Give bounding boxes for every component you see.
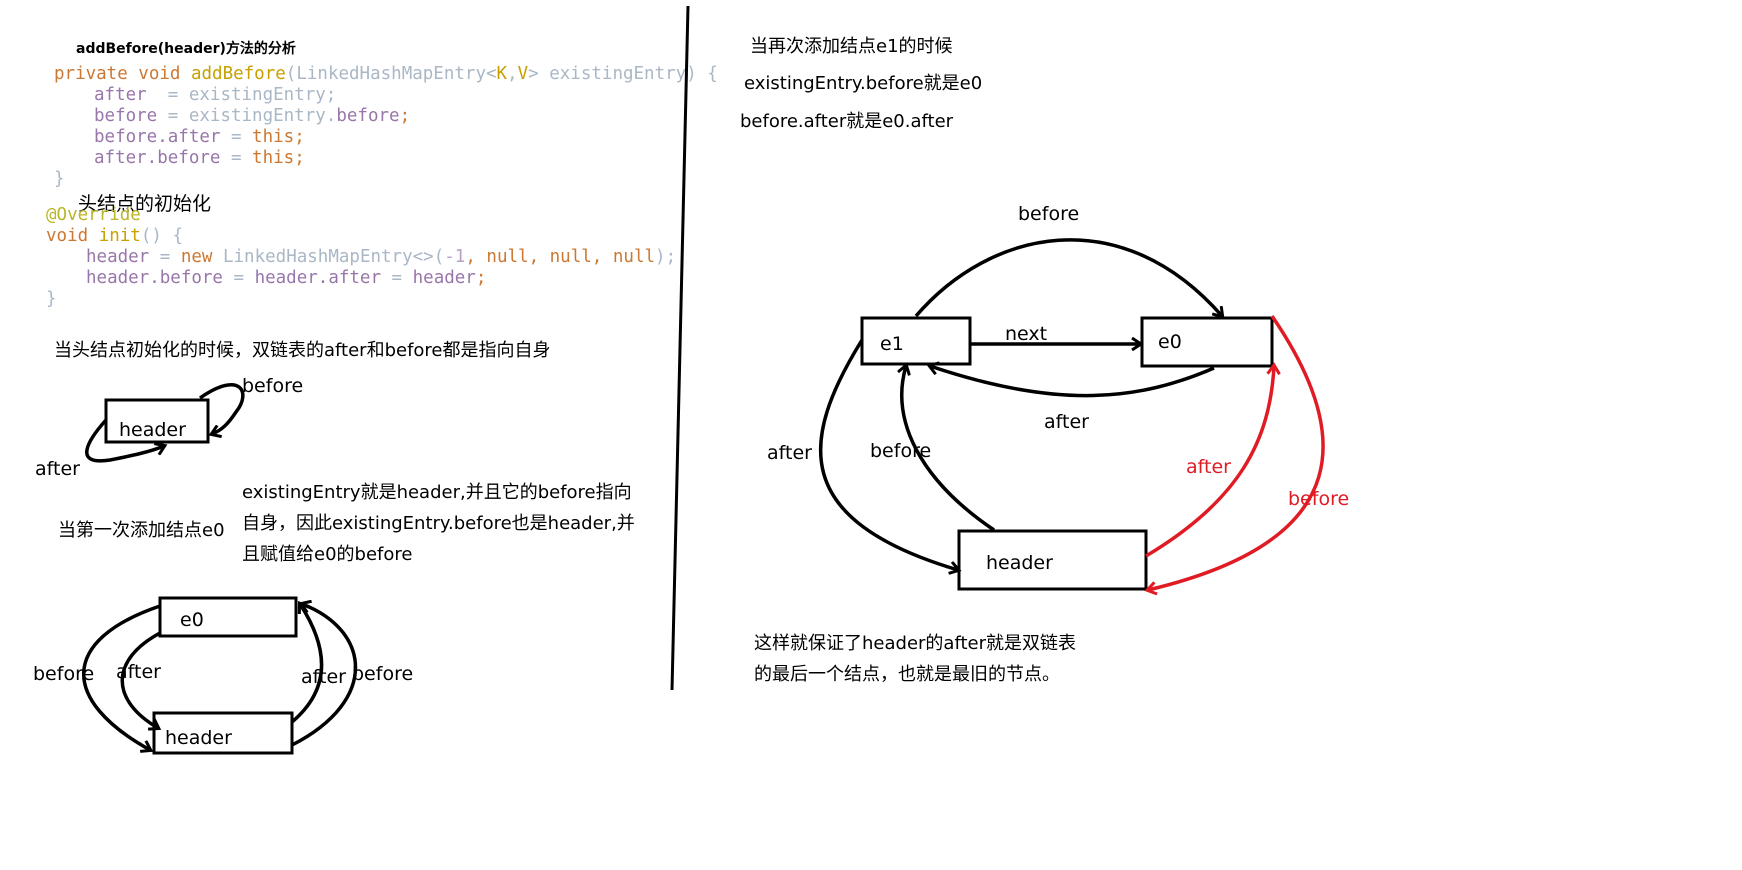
note-second-add-line-3: before.after就是e0.after bbox=[740, 111, 954, 132]
note-existing-line-2: 自身，因此existingEntry.before也是header,并 bbox=[242, 513, 635, 534]
code-line: after = existingEntry; bbox=[94, 85, 337, 105]
code-line: header.before = header.after = header; bbox=[86, 268, 487, 288]
code-line: before.after = this; bbox=[94, 127, 305, 147]
after-arrow bbox=[85, 418, 164, 463]
node-e0 bbox=[1140, 316, 1274, 368]
code-line: header = new LinkedHashMapEntry<>(-1, nu… bbox=[86, 247, 677, 267]
diagram-e0-header: e0 header before after after before bbox=[33, 596, 413, 755]
label-before-left: before bbox=[870, 440, 931, 462]
node-header-label: header bbox=[986, 552, 1053, 574]
node-e0-label: e0 bbox=[180, 609, 204, 631]
node-e1-label: e1 bbox=[880, 333, 904, 355]
note-second-add-line-1: 当再次添加结点e1的时候 bbox=[750, 36, 953, 57]
code-line: } bbox=[46, 289, 57, 309]
e0-after-arrow bbox=[120, 631, 160, 728]
after-label: after bbox=[35, 458, 80, 480]
conclusion-line-2: 的最后一个结点，也就是最旧的节点。 bbox=[754, 664, 1060, 685]
header-before-arrow bbox=[902, 366, 995, 532]
code-line: before = existingEntry.before; bbox=[94, 106, 411, 126]
node-header-label: header bbox=[119, 419, 186, 441]
node-header-label: header bbox=[165, 727, 232, 749]
code-line: private void addBefore(LinkedHashMapEntr… bbox=[54, 64, 718, 84]
node-header bbox=[104, 398, 210, 444]
label-after-red: after bbox=[1186, 456, 1231, 478]
code-line: } bbox=[54, 169, 65, 189]
label-next: next bbox=[1005, 323, 1047, 345]
code-line: @Override bbox=[46, 205, 141, 225]
label-before-red: before bbox=[1288, 488, 1349, 510]
init-caption: 头结点的初始化 bbox=[78, 193, 212, 215]
code-line: void init() { bbox=[46, 226, 183, 246]
label-before-2: before bbox=[352, 663, 413, 685]
e0-after-arrow bbox=[930, 366, 1215, 398]
node-header bbox=[152, 711, 294, 755]
header-after-arrow bbox=[290, 604, 324, 724]
header-after-arrow-red bbox=[1145, 366, 1274, 558]
before-label: before bbox=[242, 375, 303, 397]
note-existing-line-3: 且赋值给e0的before bbox=[242, 544, 413, 565]
before-arrow bbox=[198, 383, 245, 434]
code-line: after.before = this; bbox=[94, 148, 305, 168]
divider-line bbox=[670, 5, 690, 691]
node-e1 bbox=[860, 316, 972, 366]
conclusion-line-1: 这样就保证了header的after就是双链表 bbox=[754, 633, 1076, 654]
label-after-left: after bbox=[767, 442, 812, 464]
label-after-1: after bbox=[116, 661, 161, 683]
note-init: 当头结点初始化的时候，双链表的after和before都是指向自身 bbox=[54, 340, 551, 361]
label-before-top: before bbox=[1018, 203, 1079, 225]
node-e0 bbox=[158, 596, 298, 638]
e1-after-arrow bbox=[818, 339, 958, 570]
note-second-add-line-2: existingEntry.before就是e0 bbox=[744, 73, 983, 94]
label-before-1: before bbox=[33, 663, 94, 685]
label-after-2: after bbox=[301, 666, 346, 688]
e0-before-arrow-red bbox=[1148, 315, 1325, 590]
node-header bbox=[957, 529, 1148, 591]
header-before-arrow bbox=[291, 604, 358, 747]
diagram-e1-e0-header: e1 e0 header before next after after bef… bbox=[767, 203, 1349, 590]
section-heading: addBefore(header)方法的分析 bbox=[76, 41, 296, 57]
note-first-add: 当第一次添加结点e0 bbox=[58, 520, 225, 541]
e1-before-arrow bbox=[914, 238, 1222, 316]
e0-before-arrow bbox=[82, 604, 161, 750]
note-existing-line-1: existingEntry就是header,并且它的before指向 bbox=[242, 482, 632, 503]
diagram-header-self-loop: header before after bbox=[35, 375, 303, 480]
label-after-mid: after bbox=[1044, 411, 1089, 433]
node-e0-label: e0 bbox=[1158, 331, 1182, 353]
